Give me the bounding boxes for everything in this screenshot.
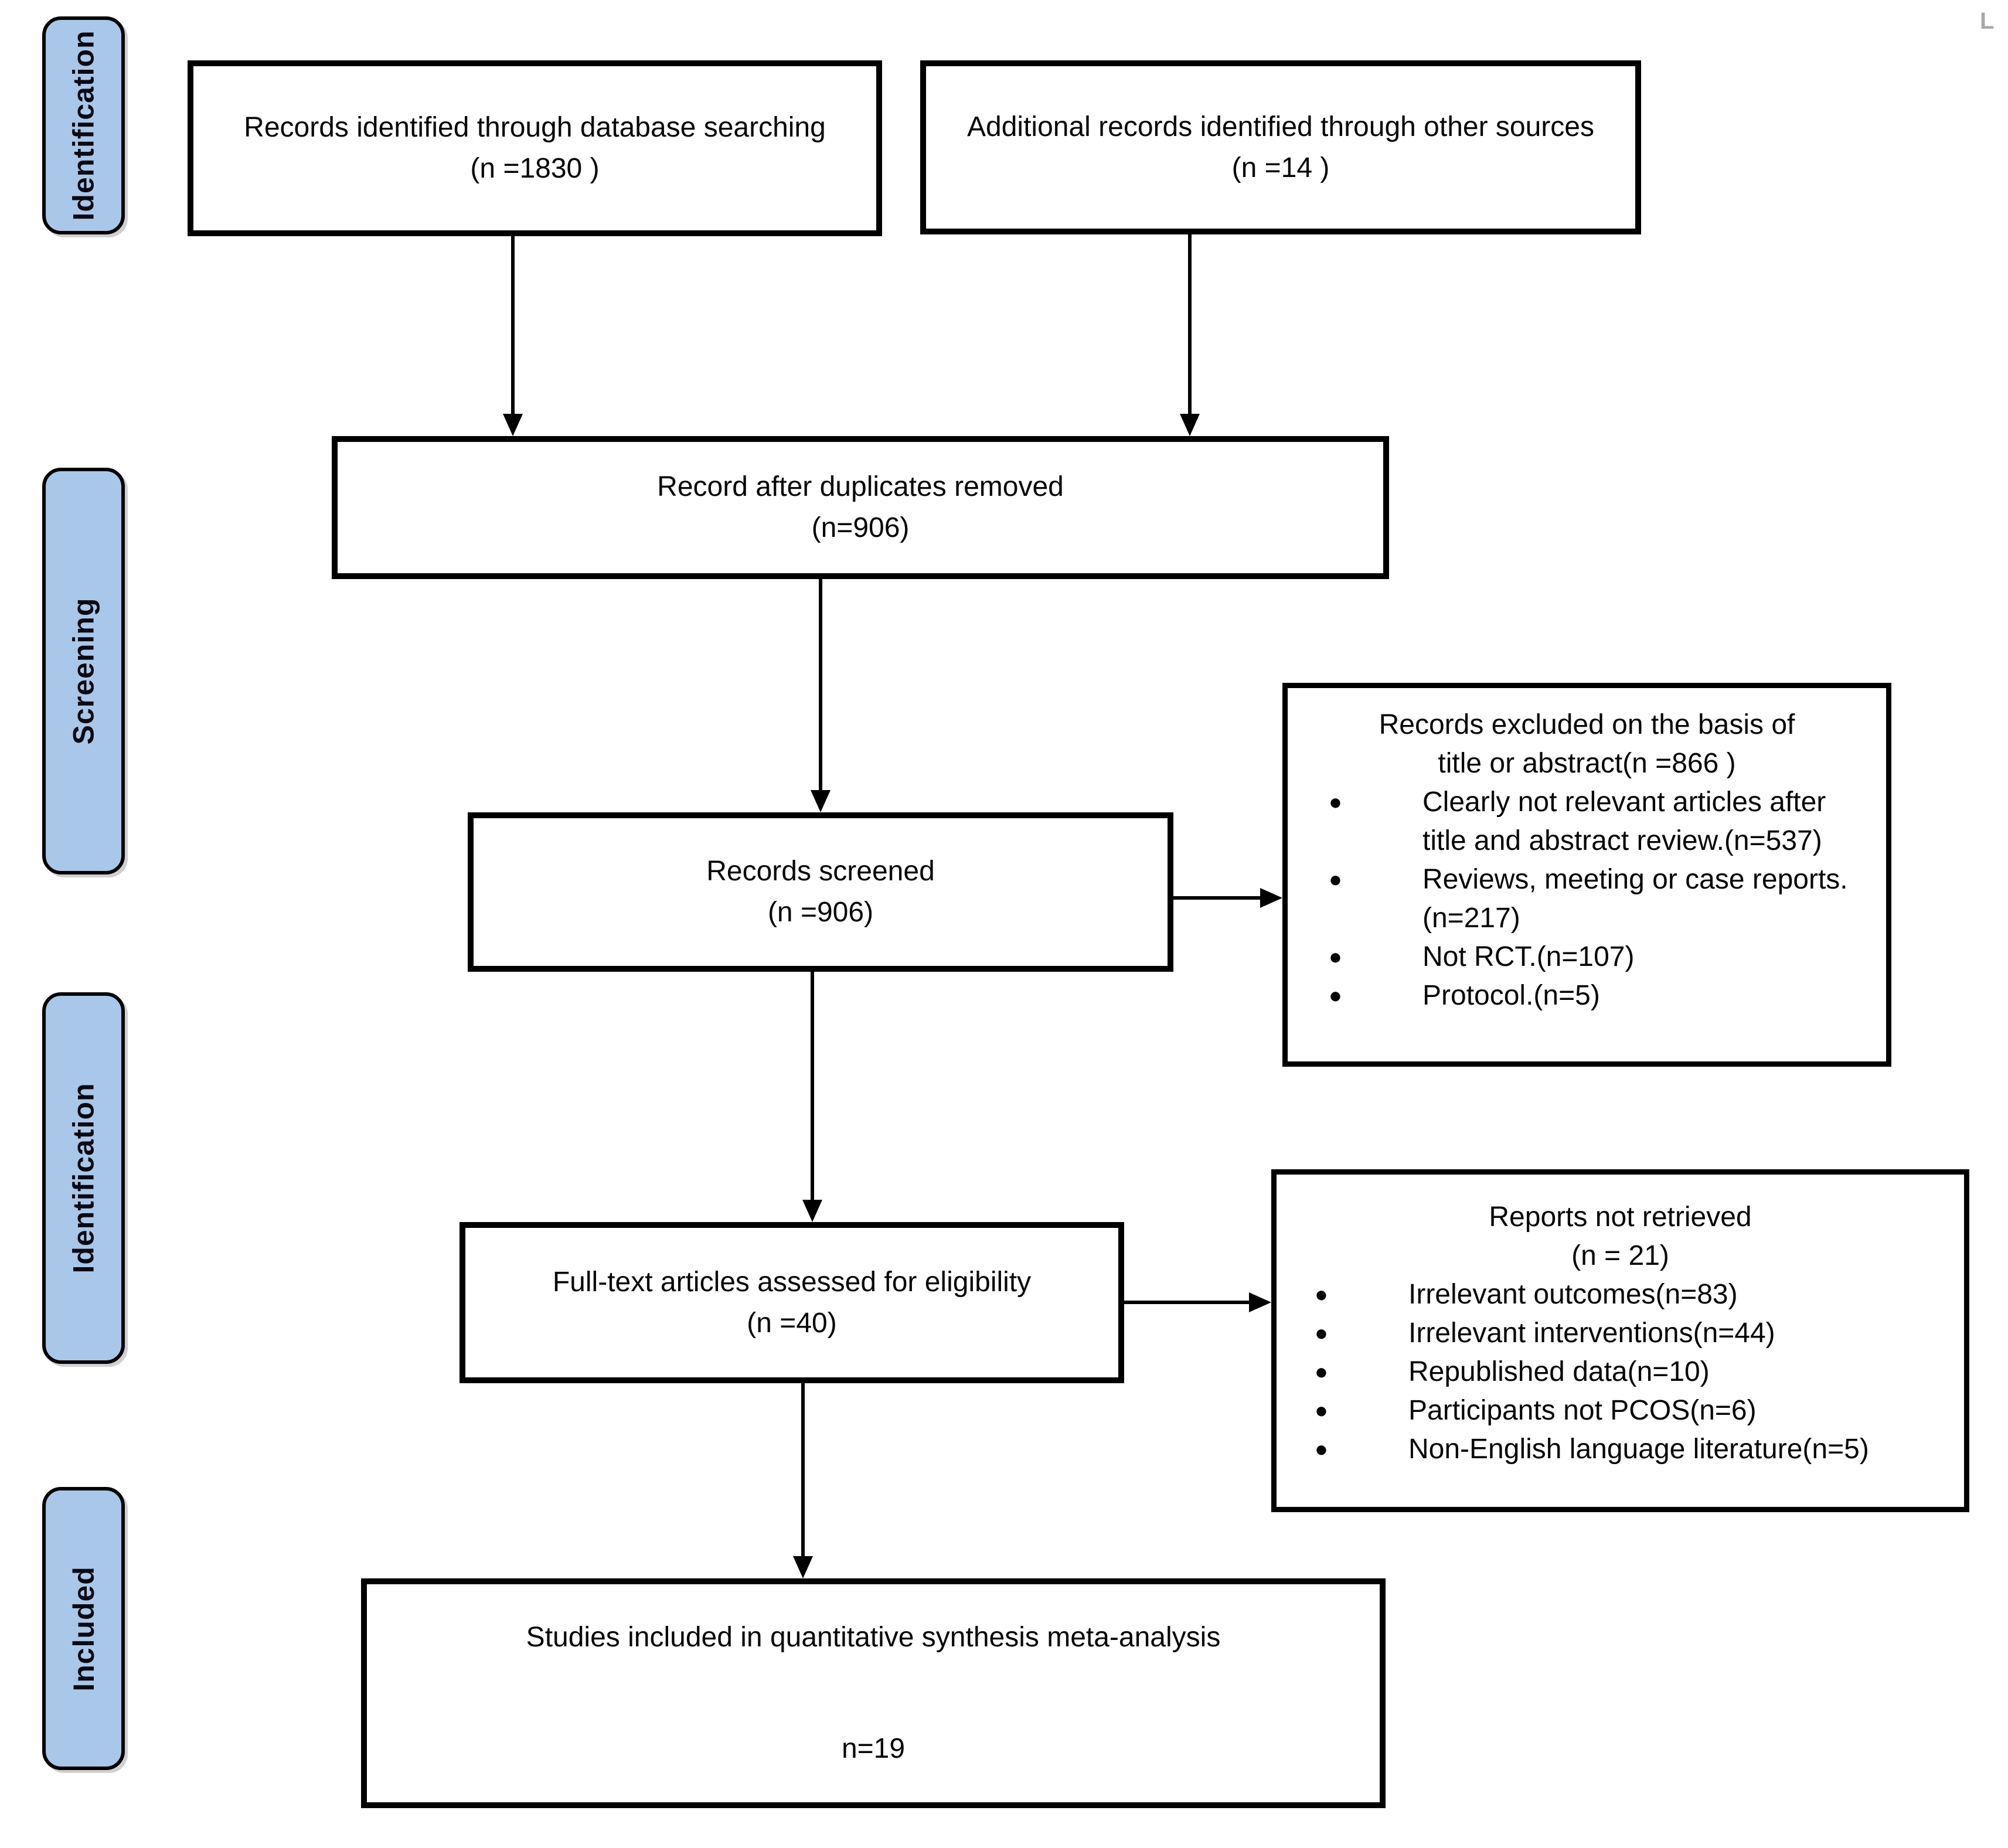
exclusion-reason-item: ● Non-English language literature(n=5)	[1315, 1430, 1949, 1469]
exclusion-title-line: Records excluded on the basis of	[1379, 709, 1795, 740]
box-count: (n =906)	[767, 897, 874, 928]
bullet-icon: ●	[1315, 1398, 1328, 1423]
box-studies-included: Studies included in quantitative synthes…	[361, 1578, 1386, 1808]
box-count: (n =1830 )	[470, 153, 600, 184]
box-excluded-title-abstract: Records excluded on the basis of title o…	[1282, 683, 1891, 1067]
stage-label: Included	[67, 1565, 100, 1692]
exclusion-title-line: title or abstract(n =866 )	[1438, 748, 1736, 779]
bullet-icon: ●	[1315, 1321, 1328, 1346]
box-text: Full-text articles assessed for eligibil…	[552, 1266, 1032, 1298]
bullet-icon: ●	[1329, 945, 1342, 969]
exclusion-reason-text: Irrelevant interventions(n=44)	[1408, 1318, 1775, 1349]
arrowhead-down-icon	[503, 414, 523, 436]
box-text: Additional records identified through ot…	[967, 111, 1594, 142]
exclusion-reason-item: ● Irrelevant interventions(n=44)	[1315, 1314, 1949, 1353]
exclusion-reason-text: Participants not PCOS(n=6)	[1408, 1395, 1757, 1426]
exclusion-reason-item: ● Not RCT.(n=107)	[1329, 938, 1869, 976]
arrow-line-fulltext-to-included	[801, 1383, 805, 1557]
box-count: (n =40)	[747, 1307, 837, 1339]
arrowhead-down-icon	[793, 1556, 813, 1578]
exclusion-reason-text: Irrelevant outcomes(n=83)	[1408, 1279, 1738, 1310]
box-fulltext-assessed: Full-text articles assessed for eligibil…	[460, 1222, 1124, 1383]
box-count: (n =14 )	[1231, 152, 1330, 183]
exclusion-reason-text: Clearly not relevant articles after titl…	[1422, 787, 1826, 856]
stage-identification-2: Identification	[42, 992, 125, 1364]
arrow-line-screened-to-fulltext	[811, 972, 814, 1201]
box-additional-records: Additional records identified through ot…	[920, 60, 1641, 234]
exclusion-title-line: Reports not retrieved	[1489, 1202, 1752, 1233]
arrowhead-down-icon	[811, 790, 831, 812]
arrowhead-down-icon	[1180, 414, 1200, 436]
arrow-line-fulltext-to-notretrieved	[1124, 1301, 1249, 1304]
box-text: Record after duplicates removed	[657, 471, 1064, 502]
exclusion-reason-item: ● Clearly not relevant articles after tit…	[1329, 783, 1869, 860]
exclusion-reason-item: ● Irrelevant outcomes(n=83)	[1315, 1275, 1949, 1314]
arrow-line-duplicates-to-screened	[819, 579, 822, 790]
stage-label: Identification	[67, 30, 100, 221]
bullet-icon: ●	[1329, 790, 1342, 815]
bullet-icon: ●	[1315, 1282, 1328, 1307]
exclusion-reason-text: Republished data(n=10)	[1408, 1356, 1710, 1387]
exclusion-reason-item: ● Participants not PCOS(n=6)	[1315, 1391, 1949, 1430]
arrowhead-right-icon	[1249, 1292, 1271, 1312]
arrowhead-down-icon	[802, 1200, 822, 1222]
exclusion-title-line: (n = 21)	[1571, 1240, 1669, 1271]
exclusion-reason-item: ● Republished data(n=10)	[1315, 1353, 1949, 1391]
bullet-icon: ●	[1329, 983, 1342, 1008]
exclusion-reason-list: ● Clearly not relevant articles after tit…	[1305, 783, 1869, 1015]
box-text: Studies included in quantitative synthes…	[526, 1622, 1221, 1653]
box-records-identified: Records identified through database sear…	[188, 60, 882, 236]
exclusion-reason-item: ● Protocol.(n=5)	[1329, 976, 1869, 1015]
bullet-icon: ●	[1329, 867, 1342, 892]
stage-screening: Screening	[42, 468, 125, 874]
exclusion-reason-text: Reviews, meeting or case reports.(n=217)	[1422, 864, 1848, 934]
exclusion-reason-text: Protocol.(n=5)	[1422, 980, 1600, 1011]
corner-mark: L	[1980, 8, 1995, 34]
arrow-line-additional-to-duplicates	[1188, 234, 1192, 415]
exclusion-reason-list: ● Irrelevant outcomes(n=83) ● Irrelevant in…	[1291, 1275, 1949, 1469]
stage-label: Screening	[67, 597, 100, 745]
box-text: Records identified through database sear…	[244, 112, 826, 143]
arrowhead-right-icon	[1260, 888, 1282, 908]
arrow-line-screened-to-excluded	[1173, 896, 1261, 900]
box-text: Records screened	[706, 856, 935, 887]
box-duplicates-removed: Record after duplicates removed (n=906)	[332, 436, 1389, 579]
bullet-icon: ●	[1315, 1360, 1328, 1384]
exclusion-reason-item: ● Reviews, meeting or case reports.(n=217…	[1329, 860, 1869, 938]
stage-label: Identification	[67, 1083, 100, 1274]
stage-included: Included	[42, 1487, 125, 1770]
box-count: (n=906)	[811, 512, 910, 543]
stage-identification-1: Identification	[42, 16, 125, 234]
arrow-line-identified-to-duplicates	[511, 236, 515, 415]
bullet-icon: ●	[1315, 1437, 1328, 1462]
box-reports-not-retrieved: Reports not retrieved (n = 21) ● Irreleva…	[1271, 1169, 1969, 1512]
box-count: n=19	[841, 1733, 906, 1764]
box-records-screened: Records screened (n =906)	[468, 812, 1173, 972]
exclusion-reason-text: Non-English language literature(n=5)	[1408, 1434, 1869, 1465]
exclusion-reason-text: Not RCT.(n=107)	[1422, 941, 1635, 972]
